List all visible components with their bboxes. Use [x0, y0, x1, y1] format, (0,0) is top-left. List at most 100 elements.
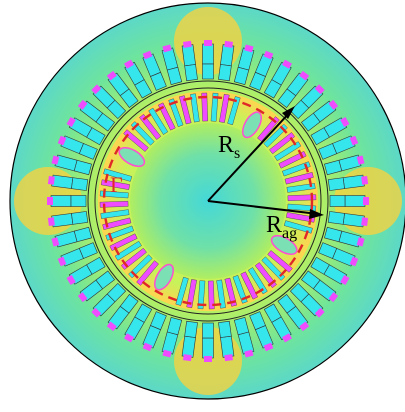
- stator-slot: [106, 294, 139, 332]
- rs-arrow-line: [207, 110, 292, 202]
- rag-label-main: R: [266, 212, 282, 238]
- rotor-slot: [100, 209, 130, 219]
- rs-arrowhead: [282, 106, 295, 119]
- rotor-slot: [128, 254, 153, 279]
- stator-slot: [233, 44, 255, 85]
- rotor-slot: [254, 262, 277, 288]
- rotor-slot: [287, 194, 317, 202]
- rotor-slots: [99, 92, 317, 310]
- stator-slot: [161, 44, 183, 85]
- rotor-slot: [210, 92, 219, 122]
- stator-slot: [289, 282, 325, 318]
- stator-slot: [124, 303, 153, 343]
- stator-slot: [249, 50, 274, 91]
- rotor-slot: [168, 98, 184, 127]
- stator-slot: [310, 117, 350, 146]
- rotor-slot: [197, 280, 206, 310]
- stator-slot: [47, 195, 87, 207]
- air-gap-ring: [87, 80, 329, 322]
- stator-slot: [91, 282, 127, 318]
- rotor-slot: [284, 172, 314, 185]
- stator-slot: [91, 84, 127, 120]
- rotor-slot: [269, 132, 295, 155]
- rotor-slot: [100, 179, 130, 190]
- rotor-outer-ring: [94, 87, 322, 315]
- rag-label: Rag: [266, 212, 297, 242]
- stator-slot: [263, 59, 292, 99]
- stator-slot: [77, 270, 115, 303]
- rotor-slot: [139, 114, 162, 140]
- rotor-slot: [286, 212, 316, 223]
- rotor-slot: [274, 141, 302, 162]
- stator-slot: [77, 99, 115, 132]
- stator-slot: [57, 242, 98, 267]
- stator-slot: [66, 256, 106, 285]
- rotor-slot: [179, 95, 192, 125]
- rotor-pole-notches: [118, 111, 298, 291]
- rag-arrow-line: [207, 200, 319, 215]
- stator-slot: [324, 154, 365, 176]
- rotor-slot: [109, 233, 138, 251]
- stator-slot: [106, 70, 139, 108]
- rotor-slot: [99, 200, 129, 208]
- rotor-slot: [121, 247, 147, 270]
- rs-label-sub: s: [234, 145, 240, 162]
- rotor-slot: [278, 151, 307, 169]
- rotor-notch: [118, 146, 146, 168]
- stator-slot: [318, 242, 359, 267]
- rotor-slot: [136, 260, 159, 286]
- rs-label-main: R: [218, 132, 234, 158]
- stator-slot: [142, 311, 167, 352]
- stator-slot: [181, 320, 198, 362]
- rs-label: Rs: [218, 132, 240, 162]
- stator-slot: [218, 320, 235, 362]
- rotor-slot: [130, 121, 155, 146]
- stator-slot: [161, 317, 183, 358]
- rotor-slot: [247, 267, 268, 295]
- stator-slot: [57, 135, 98, 160]
- rotor-notch: [270, 234, 298, 256]
- stator-slot: [310, 256, 350, 285]
- stator-slot: [51, 226, 92, 248]
- rotor-slot: [114, 240, 142, 261]
- stator-slot: [202, 40, 214, 80]
- rotor-slot: [158, 102, 176, 131]
- rotor-slot: [263, 123, 288, 148]
- rotor-slot: [216, 279, 226, 309]
- stator-slot: [51, 154, 92, 176]
- rotor-slot: [99, 190, 129, 199]
- rotor-slot: [123, 129, 149, 152]
- rotor-slot: [201, 92, 209, 122]
- rotor-slot: [283, 220, 313, 234]
- rotor-slot: [227, 96, 241, 126]
- stator-slot: [66, 117, 106, 146]
- stator-slot: [263, 303, 292, 343]
- stator-slots: [47, 40, 369, 362]
- stator-slot: [249, 311, 274, 352]
- rotor-slot: [102, 217, 132, 230]
- stator-slot: [233, 317, 255, 358]
- stator-slot: [124, 59, 153, 99]
- rotor-slot: [105, 225, 134, 241]
- rotor-slot: [175, 276, 189, 306]
- gamma-label: Γ: [110, 172, 123, 197]
- stator-slot: [329, 195, 369, 207]
- rotor-slot: [257, 116, 280, 142]
- stator-slot: [47, 211, 89, 228]
- rotor-slot: [261, 256, 286, 281]
- rotor-slot: [232, 275, 248, 304]
- rotor-slot: [207, 280, 215, 310]
- stator-slot: [301, 270, 339, 303]
- rotor-slot: [103, 168, 133, 182]
- gamma-contour: [102, 95, 314, 307]
- rotor-slot: [219, 93, 230, 123]
- rotor-slot: [240, 271, 258, 300]
- rotor-slot: [148, 107, 169, 135]
- stator-slot: [318, 135, 359, 160]
- stator-slot: [324, 226, 365, 248]
- stator-slot: [327, 174, 369, 191]
- rotor-slot: [267, 250, 293, 273]
- rotor-slot: [190, 93, 200, 123]
- stator-slot: [327, 211, 369, 228]
